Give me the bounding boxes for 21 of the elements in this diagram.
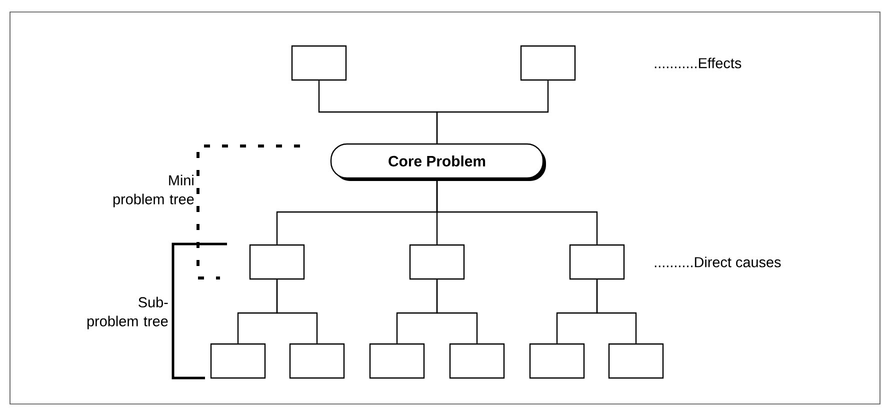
connector (436, 178, 598, 244)
connector (596, 280, 637, 344)
empty-box (210, 343, 266, 379)
empty-box (289, 343, 345, 379)
text-label: Mini problem tree (113, 174, 194, 208)
connector (276, 280, 318, 344)
empty-box (409, 244, 465, 280)
connector (436, 280, 478, 344)
empty-box (520, 45, 576, 81)
empty-box (291, 45, 347, 81)
text-label: ..........Direct causes (654, 256, 781, 268)
empty-box (249, 244, 305, 280)
empty-box (529, 343, 585, 379)
empty-box (569, 244, 625, 280)
core-problem-box: Core Problem (330, 143, 546, 181)
text-label: Sub-problem tree (87, 296, 168, 330)
connector (436, 80, 549, 144)
empty-box (369, 343, 425, 379)
empty-box (449, 343, 505, 379)
empty-box (608, 343, 664, 379)
text-label: ...........Effects (654, 58, 742, 68)
